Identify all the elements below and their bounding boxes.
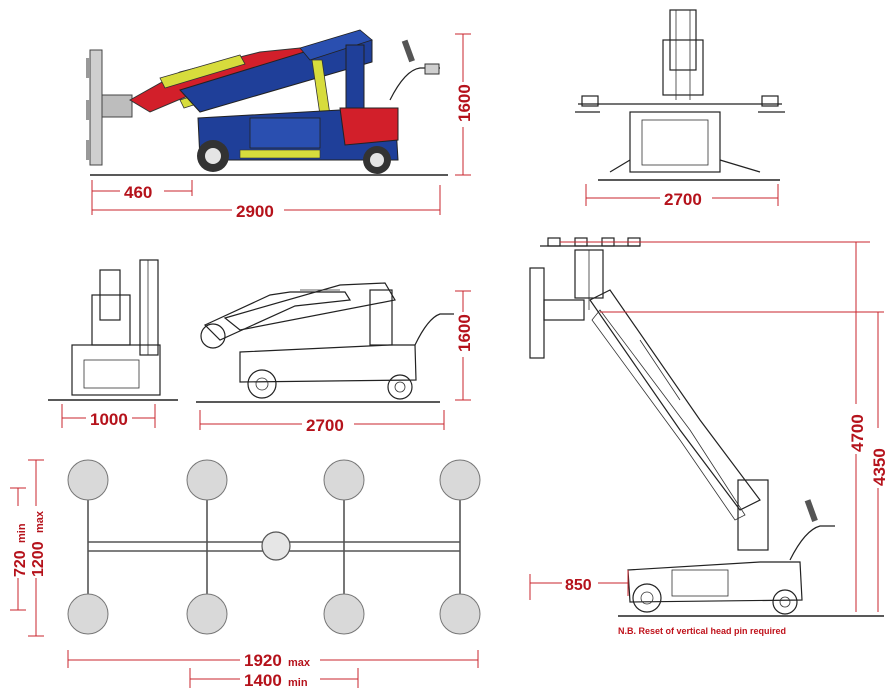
dim-front-width: 2700 xyxy=(664,190,702,209)
dim-frame-width-min-unit: min xyxy=(288,677,308,689)
suction-cup xyxy=(67,593,109,635)
dim-frame-width-min: 1400 xyxy=(244,671,282,690)
dim-frame-height-max: 1200 xyxy=(30,541,47,577)
dim-extended-height-pivot: 4350 xyxy=(870,448,889,486)
suction-cup xyxy=(439,459,481,501)
dim-side-outline-height: 1600 xyxy=(455,314,474,352)
suction-cup xyxy=(439,593,481,635)
dim-frame-width-max: 1920 xyxy=(244,651,282,670)
dim-extended-overhang: 850 xyxy=(565,577,592,594)
note-head-pin: N.B. Reset of vertical head pin required xyxy=(618,626,786,636)
outline-side-view: 1600 2700 xyxy=(196,282,474,435)
dim-small-front-width: 1000 xyxy=(90,410,128,429)
dim-extended-height-total: 4700 xyxy=(848,414,867,452)
suction-cup xyxy=(323,593,365,635)
dim-side-colored-length: 2900 xyxy=(236,202,274,221)
dim-side-colored-overhang: 460 xyxy=(124,183,152,202)
dim-side-colored-height: 1600 xyxy=(455,84,474,122)
dim-side-outline-length: 2700 xyxy=(306,416,344,435)
suction-cup xyxy=(186,459,228,501)
small-front-view: 1000 xyxy=(48,259,178,429)
dim-frame-height-min: 720 xyxy=(12,550,29,577)
dim-frame-height-max-unit: max xyxy=(34,510,46,533)
suction-cup xyxy=(186,593,228,635)
dim-frame-width-max-unit: max xyxy=(288,657,311,669)
suction-cup xyxy=(323,459,365,501)
front-view: 2700 xyxy=(575,9,785,209)
colored-side-view: 1600 460 2900 xyxy=(86,29,474,221)
extended-view: 4700 4350 850 N.B. Reset of vertical hea… xyxy=(529,237,889,636)
dim-frame-height-min-unit: min xyxy=(16,523,28,543)
suction-frame-plan: 1200 max 720 min 1920 max 1400 min xyxy=(8,459,481,690)
suction-cup xyxy=(67,459,109,501)
